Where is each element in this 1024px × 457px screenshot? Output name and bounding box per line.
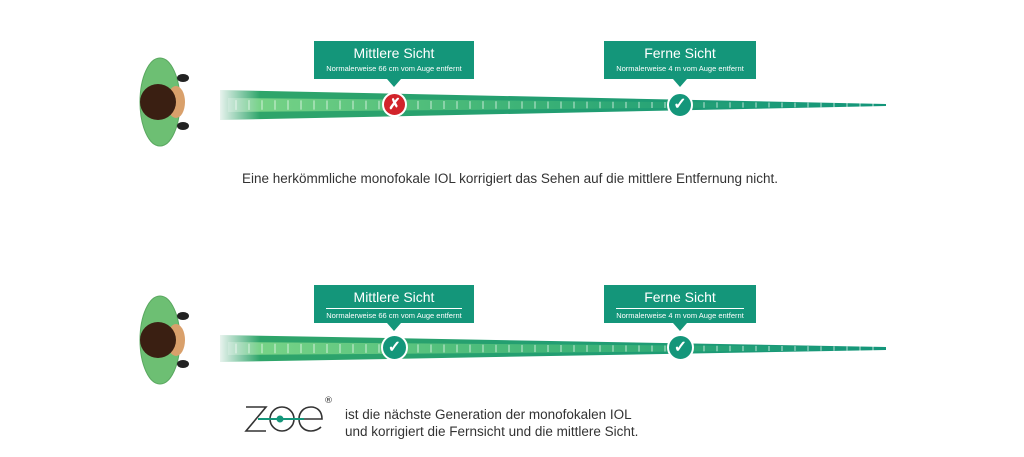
marker-mid-label: Mittlere Sicht Normalerweise 66 cm vom A… bbox=[314, 285, 474, 323]
check-mark-icon: ✓ bbox=[387, 339, 402, 356]
marker-mid-title: Mittlere Sicht bbox=[353, 289, 435, 305]
marker-far-label: Ferne Sicht Normalerweise 4 m vom Auge e… bbox=[604, 285, 756, 323]
marker-far-subtitle: Normalerweise 4 m vom Auge entfernt bbox=[616, 64, 744, 73]
caption-bottom-line1: ist die nächste Generation der monofokal… bbox=[345, 407, 632, 422]
zoe-logo: ® bbox=[244, 396, 344, 439]
person-top-view bbox=[139, 295, 189, 385]
scene-bottom: Mittlere Sicht Normalerweise 66 cm vom A… bbox=[0, 284, 1024, 394]
vision-beam-top bbox=[139, 57, 886, 147]
x-mark-icon: ✗ bbox=[388, 96, 401, 113]
caption-top: Eine herkömmliche monofokale IOL korrigi… bbox=[242, 171, 779, 186]
marker-mid-pointer bbox=[387, 79, 401, 87]
check-mark-icon: ✓ bbox=[673, 96, 687, 113]
marker-mid-status-icon: ✓ bbox=[381, 334, 408, 361]
marker-mid-label: Mittlere Sicht Normalerweise 66 cm vom A… bbox=[314, 41, 474, 79]
caption-bottom-line2: und korrigiert die Fernsicht und die mit… bbox=[345, 424, 639, 439]
check-mark-icon: ✓ bbox=[673, 339, 688, 356]
marker-mid-subtitle: Normalerweise 66 cm vom Auge entfernt bbox=[326, 64, 462, 73]
marker-mid-status-icon: ✗ bbox=[382, 92, 407, 117]
caption-bottom: ist die nächste Generation der monofokal… bbox=[345, 406, 638, 440]
zoe-logo-mark bbox=[244, 406, 323, 432]
scene-top: Mittlere Sicht Normalerweise 66 cm vom A… bbox=[0, 40, 1024, 150]
marker-mid-pointer bbox=[387, 323, 401, 331]
person-top-view bbox=[139, 57, 189, 147]
marker-far-subtitle: Normalerweise 4 m vom Auge entfernt bbox=[616, 311, 744, 320]
marker-mid-subtitle: Normalerweise 66 cm vom Auge entfernt bbox=[326, 311, 462, 320]
registered-mark: ® bbox=[324, 396, 333, 406]
marker-far-status-icon: ✓ bbox=[667, 92, 693, 118]
marker-far-pointer bbox=[673, 79, 687, 87]
marker-far-title: Ferne Sicht bbox=[644, 289, 716, 305]
marker-far-status-icon: ✓ bbox=[667, 334, 694, 361]
marker-far-label: Ferne Sicht Normalerweise 4 m vom Auge e… bbox=[604, 41, 756, 79]
distance-ticks bbox=[235, 100, 874, 110]
marker-mid-title: Mittlere Sicht bbox=[353, 45, 435, 61]
marker-far-pointer bbox=[673, 323, 687, 331]
vision-beam-bottom bbox=[139, 295, 886, 385]
marker-far-title: Ferne Sicht bbox=[644, 45, 716, 61]
